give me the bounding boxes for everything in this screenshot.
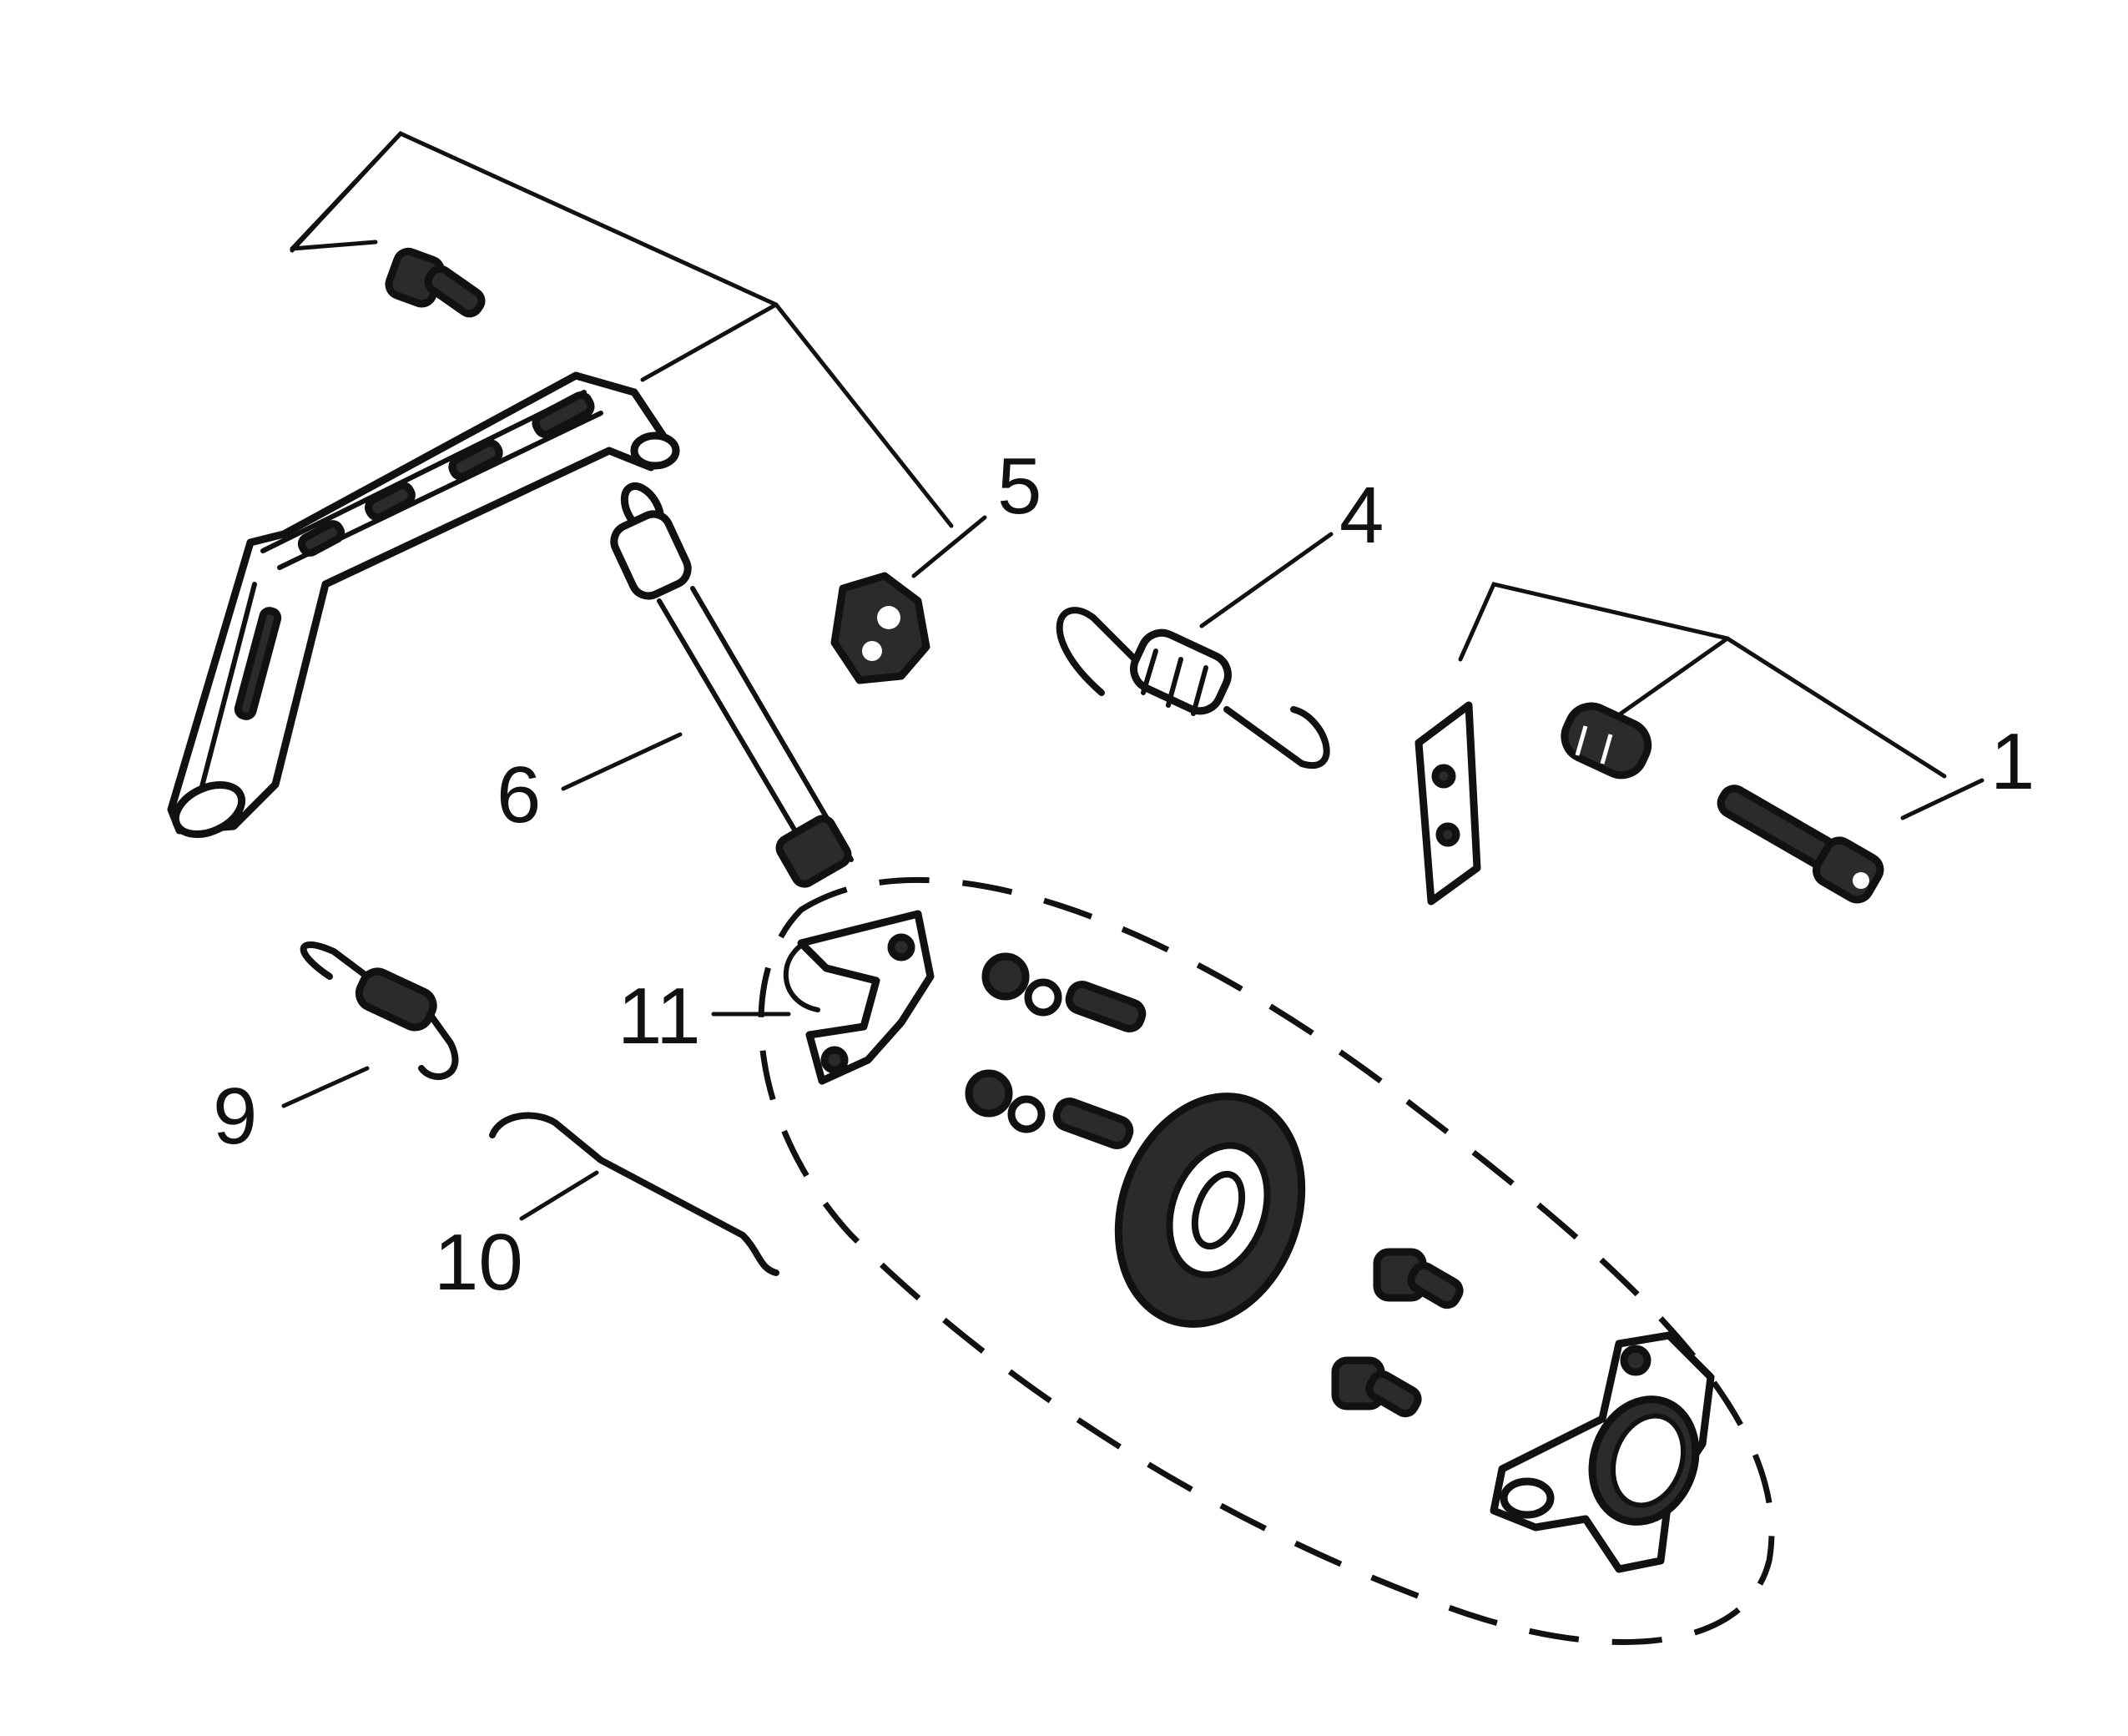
assembly-screw-lower — [965, 1069, 1134, 1149]
callout-10: 10 — [434, 1218, 523, 1307]
part-9-spring — [300, 941, 459, 1080]
leader-9 — [281, 1066, 370, 1108]
bracket-arm — [167, 371, 680, 839]
assembly-screw-upper — [981, 952, 1147, 1032]
leader-6 — [561, 732, 683, 791]
callout-6: 6 — [497, 750, 541, 840]
assembly-screw-right-upper — [1373, 1248, 1464, 1310]
part-11-clamp-plate — [783, 910, 935, 1085]
part-1-nut — [1561, 702, 1652, 780]
part-5-nut — [830, 572, 930, 684]
callout-1: 1 — [1990, 717, 2035, 806]
assembly-group-outline — [758, 876, 1775, 1645]
part-1-bolt — [1717, 785, 1884, 904]
bearing-wheel — [1114, 1093, 1306, 1328]
assembly-screw-right-lower — [1331, 1356, 1422, 1418]
part-4-spring — [1056, 607, 1330, 770]
bracket-screw — [385, 247, 486, 318]
leader-10 — [519, 1170, 599, 1221]
leader-5 — [911, 515, 987, 578]
callout-5: 5 — [997, 442, 1041, 531]
part-1-plate — [1414, 701, 1481, 906]
callout-9: 9 — [213, 1072, 257, 1161]
mounting-bracket — [1490, 1331, 1715, 1573]
leader-4 — [1199, 532, 1334, 628]
part-6-rod — [610, 482, 854, 888]
part-10-wire-rod — [489, 1112, 779, 1276]
callout-11: 11 — [618, 971, 701, 1061]
callout-4: 4 — [1339, 471, 1384, 560]
part-1-group-leaders — [1458, 582, 1984, 820]
top-group-leaders — [290, 130, 954, 528]
